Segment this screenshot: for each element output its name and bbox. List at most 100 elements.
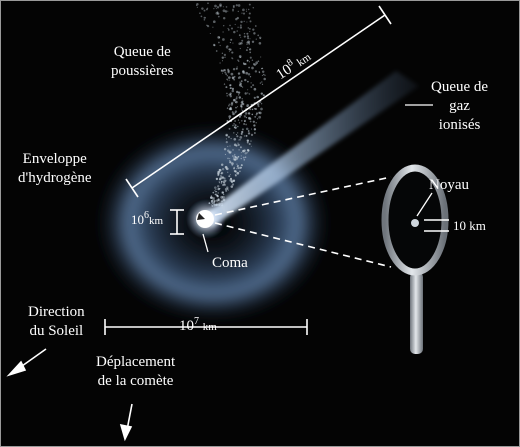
dust-particle <box>220 175 222 177</box>
dust-particle <box>220 180 223 183</box>
dust-particle <box>250 145 252 147</box>
dust-particle <box>258 71 261 74</box>
dust-particle <box>227 68 230 71</box>
dust-particle <box>228 150 232 154</box>
dust-particle <box>249 117 252 121</box>
dust-particle <box>253 96 256 99</box>
dust-particle <box>240 104 243 107</box>
dust-particle <box>219 44 221 47</box>
dust-particle <box>223 193 225 196</box>
dust-particle <box>230 72 234 76</box>
dust-particle <box>227 10 229 12</box>
dust-particle <box>237 143 240 147</box>
dust-particle <box>232 149 234 151</box>
dust-particle <box>213 44 216 47</box>
dust-particle <box>235 157 239 160</box>
dust-particle <box>226 75 228 77</box>
dust-particle <box>253 87 257 91</box>
dust-particle <box>226 92 228 95</box>
dust-particle <box>219 3 222 7</box>
dust-particle <box>227 171 229 173</box>
dust-particle <box>236 16 239 20</box>
dust-particle <box>215 12 219 15</box>
dust-particle <box>222 31 224 33</box>
dust-particle <box>225 133 229 137</box>
envelope-width-label: 107 km <box>179 316 217 335</box>
dust-particle <box>264 74 266 76</box>
dust-particle <box>227 149 230 152</box>
dust-particle <box>238 55 242 58</box>
dust-particle <box>222 69 225 72</box>
dust-particle <box>212 26 214 28</box>
dust-particle <box>220 195 224 199</box>
coma-size-label: 106km <box>131 210 164 228</box>
dust-particle <box>261 81 263 83</box>
dust-particle <box>246 32 249 35</box>
dust-particle <box>254 70 258 73</box>
dust-particle <box>225 167 229 171</box>
dust-particle <box>237 132 239 134</box>
dust-particle <box>234 120 236 122</box>
dust-particle <box>247 37 250 40</box>
dust-particle <box>218 41 220 44</box>
dust-particle <box>224 71 227 74</box>
dust-particle <box>234 155 236 157</box>
dust-particle <box>214 189 216 192</box>
dust-particle <box>225 6 228 8</box>
dust-particle <box>245 49 248 52</box>
dust-particle <box>203 18 206 21</box>
dust-particle <box>216 194 218 197</box>
dust-particle <box>250 82 252 84</box>
dust-particle <box>247 27 250 29</box>
dust-particle <box>215 50 218 52</box>
dust-particle <box>249 108 252 111</box>
dust-particle <box>240 157 242 160</box>
dust-particle <box>242 156 245 159</box>
dust-particle <box>226 188 229 190</box>
dust-particle <box>220 163 224 167</box>
dust-particle <box>225 189 228 192</box>
dust-particle <box>229 48 232 51</box>
dust-particle <box>222 38 225 41</box>
dust-particle <box>224 10 228 13</box>
dust-particle <box>214 191 216 193</box>
dust-particle <box>244 78 247 82</box>
dust-particle <box>243 20 245 23</box>
dust-particle <box>225 46 228 48</box>
dust-particle <box>236 96 238 98</box>
dust-particle <box>236 171 240 175</box>
dust-particle <box>247 92 249 94</box>
dust-particle <box>214 4 217 8</box>
dust-particle <box>261 67 264 70</box>
dust-particle <box>215 190 218 193</box>
dust-particle <box>228 48 231 51</box>
dust-particle <box>235 4 238 7</box>
dust-particle <box>230 180 234 184</box>
dust-particle <box>229 161 232 164</box>
dust-particle <box>240 41 243 45</box>
dust-particle <box>239 170 241 173</box>
dust-particle <box>258 71 261 73</box>
dust-particle <box>232 4 235 8</box>
dust-particle <box>238 96 242 99</box>
dust-particle <box>243 135 245 137</box>
dust-particle <box>231 89 235 93</box>
sun-direction-arrow <box>6 348 47 377</box>
dust-particle <box>258 42 262 45</box>
dust-particle <box>226 47 228 49</box>
dust-particle <box>244 156 247 158</box>
dust-particle <box>219 62 221 64</box>
dust-particle <box>229 84 231 87</box>
dust-particle <box>243 149 246 152</box>
sun-direction-label: Direction du Soleil <box>28 304 85 339</box>
dust-particle <box>248 42 251 45</box>
dust-particle <box>230 87 232 90</box>
dust-particle <box>220 175 223 178</box>
dust-particle <box>233 170 236 172</box>
dust-particle <box>221 52 224 54</box>
dust-particle <box>227 69 230 73</box>
dust-particle <box>228 51 230 53</box>
dust-particle <box>239 47 241 50</box>
dust-particle <box>215 193 217 196</box>
dust-particle <box>259 82 262 84</box>
